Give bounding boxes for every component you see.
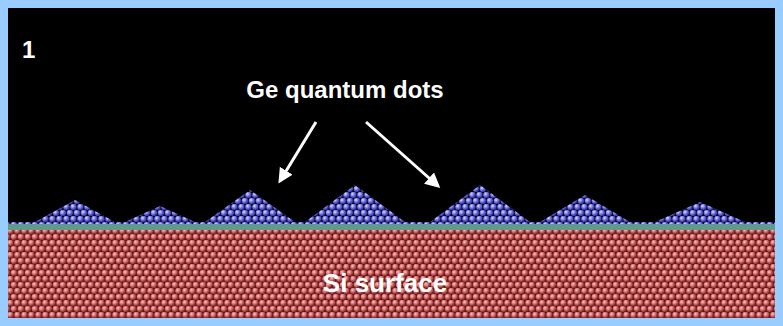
surface-label: Si surface <box>323 270 447 296</box>
si-lattice <box>8 230 775 318</box>
leader-arrow <box>366 122 438 186</box>
callout-number: 1 <box>22 38 35 62</box>
dot-label: Ge quantum dots <box>246 78 443 102</box>
ge-dots <box>8 185 775 232</box>
interface-layer <box>8 224 775 230</box>
background <box>8 8 775 318</box>
leader-arrow <box>280 122 316 181</box>
